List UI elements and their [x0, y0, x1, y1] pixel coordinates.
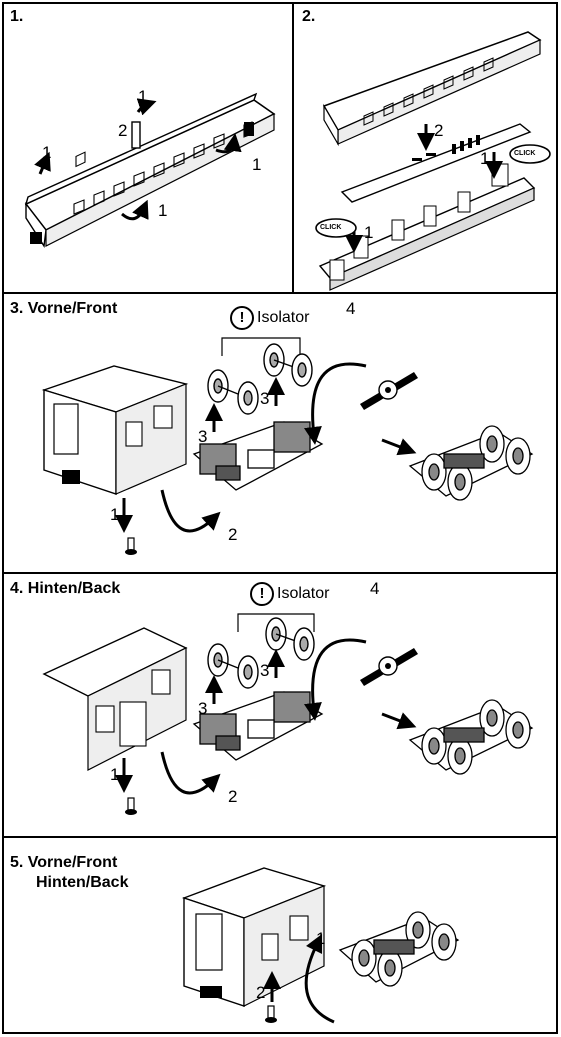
- divider: [4, 836, 556, 838]
- step-1-title: 1.: [10, 8, 24, 25]
- railcar-icon: [315, 31, 551, 291]
- step-label: 1: [480, 149, 490, 168]
- step-1-panel: 1. 1 1 2 1 1: [4, 4, 292, 292]
- isolator-note: ! Isolator: [230, 306, 309, 330]
- step-3-title: 3. Vorne/Front: [10, 300, 118, 317]
- isolator-label: Isolator: [277, 585, 330, 602]
- warning-icon: !: [250, 582, 274, 606]
- divider: [292, 4, 294, 292]
- bogie-icon: [41, 337, 534, 555]
- step-2-panel: 2.: [294, 4, 558, 292]
- isolator-label: Isolator: [257, 309, 310, 326]
- step-4-title: 4. Hinten/Back: [10, 580, 121, 597]
- step-label: 2: [228, 525, 238, 544]
- click-label: CLICK: [320, 224, 342, 231]
- step-label: 3: [198, 699, 208, 718]
- divider: [4, 572, 556, 574]
- step-label: 1: [158, 201, 168, 220]
- step-label: 1: [138, 87, 148, 106]
- step-5-panel: 5. Vorne/Front Hinten/Back: [4, 838, 558, 1032]
- step-label: 3: [198, 427, 208, 446]
- step-5-subtitle: Hinten/Back: [36, 874, 129, 891]
- warning-icon: !: [230, 306, 254, 330]
- step-label: 4: [346, 299, 356, 318]
- step-label: 1: [316, 929, 326, 948]
- step-5-title: 5. Vorne/Front: [10, 854, 118, 871]
- railcar-icon: [24, 92, 276, 249]
- step-label: 4: [370, 579, 380, 598]
- step-label: 2: [118, 121, 128, 140]
- isolator-note: ! Isolator: [250, 582, 329, 606]
- step-label: 2: [256, 983, 266, 1002]
- step-2-title: 2.: [302, 8, 316, 25]
- step-label: 2: [228, 787, 238, 806]
- step-4-panel: 4. Hinten/Back ! Isolator: [4, 574, 558, 836]
- step-label: 2: [434, 121, 444, 140]
- step-label: 1: [42, 143, 52, 162]
- railcar-icon: [181, 867, 460, 1024]
- step-label: 1: [364, 223, 374, 242]
- bogie-icon: [42, 613, 534, 815]
- step-label: 3: [260, 661, 270, 680]
- divider: [4, 292, 556, 294]
- step-label: 3: [260, 389, 270, 408]
- step-label: 1: [252, 155, 262, 174]
- step-3-panel: 3. Vorne/Front ! Isolator: [4, 294, 558, 572]
- step-label: 1: [110, 765, 120, 784]
- click-label: CLICK: [514, 150, 536, 157]
- step-label: 1: [110, 505, 120, 524]
